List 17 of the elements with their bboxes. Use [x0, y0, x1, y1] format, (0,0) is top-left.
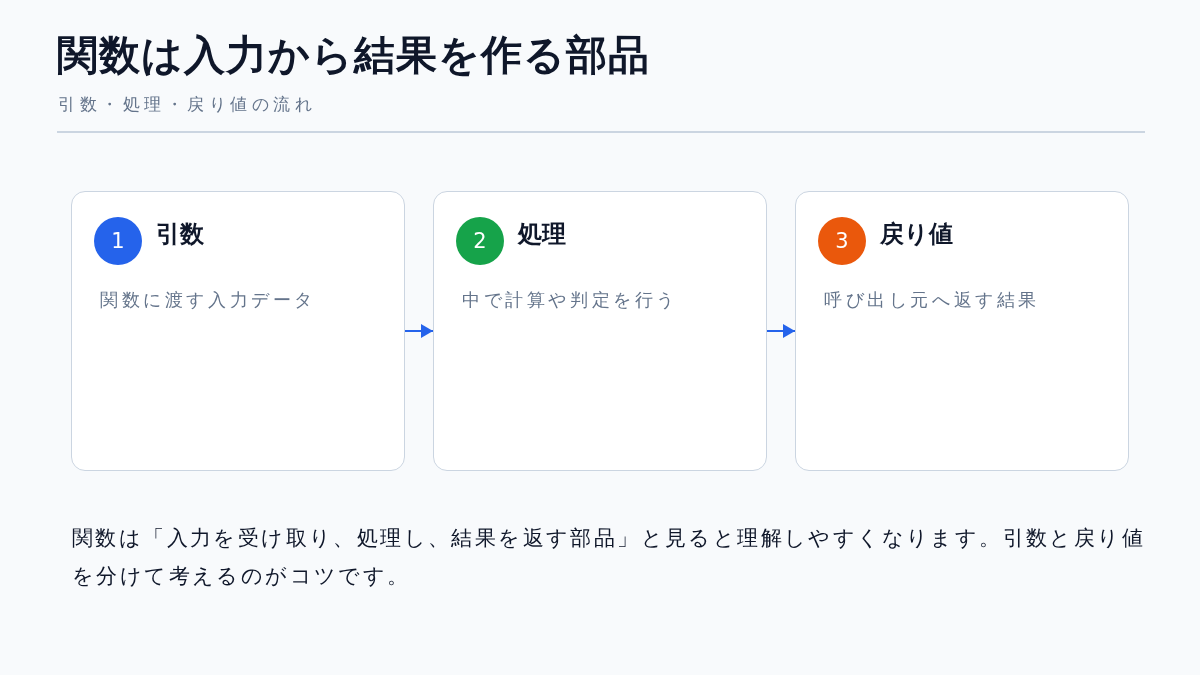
step-card [71, 191, 405, 471]
subtitle: 引数・処理・戻り値の流れ [58, 93, 316, 116]
step-heading: 引数 [156, 220, 204, 249]
step-heading: 戻り値 [880, 220, 953, 249]
arrow [766, 324, 796, 338]
step-description: 関数に渡す入力データ [100, 289, 316, 312]
step-card [795, 191, 1129, 471]
step-description: 中で計算や判定を行う [462, 289, 678, 312]
arrow [404, 324, 434, 338]
step-card [433, 191, 767, 471]
step-description: 呼び出し元へ返す結果 [824, 289, 1040, 312]
note-text: 関数は「入力を受け取り、処理し、結果を返す部品」と見ると理解しやすくなります。引数と戻り値を分けて考えるのがコツです。 [72, 525, 1146, 590]
step-number: 2 [456, 217, 504, 265]
step-number: 1 [94, 217, 142, 265]
step-heading: 処理 [518, 220, 566, 249]
step-number: 3 [818, 217, 866, 265]
title: 関数は入力から結果を作る部品 [57, 31, 650, 81]
